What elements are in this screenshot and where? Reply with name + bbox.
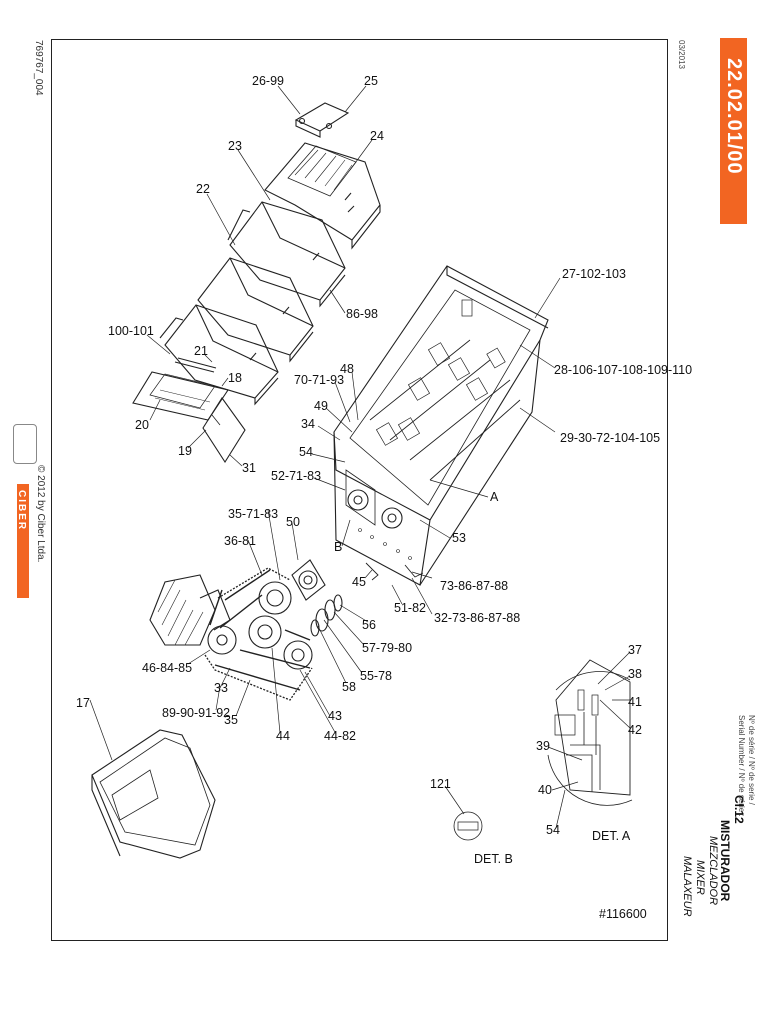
- callout-54-detail: 54: [546, 823, 560, 837]
- drawing-id: #116600: [599, 907, 647, 921]
- callout-33: 33: [214, 681, 228, 695]
- callout-leaders: [89, 85, 631, 829]
- callout-35: 35: [224, 713, 238, 727]
- callout-21: 21: [194, 344, 208, 358]
- callout-89-90-91-92: 89-90-91-92: [162, 706, 230, 720]
- callout-40: 40: [538, 783, 552, 797]
- callout-20: 20: [135, 418, 149, 432]
- callout-73-86-87-88: 73-86-87-88: [440, 579, 508, 593]
- cover-22-part: [197, 257, 314, 363]
- motor-part: [149, 574, 231, 646]
- callout-51-82: 51-82: [394, 601, 426, 615]
- bearing-flange-part: [291, 559, 326, 601]
- callout-A: A: [490, 490, 499, 504]
- company-logo: CIBER: [16, 484, 29, 598]
- cover-100-101-part: [159, 304, 279, 406]
- top-bracket-part: [294, 102, 350, 138]
- end-plate-part: [202, 397, 246, 464]
- drawing-frame: [51, 39, 668, 941]
- callout-58: 58: [342, 680, 356, 694]
- callout-44: 44: [276, 729, 290, 743]
- detail-a-view: [547, 659, 633, 806]
- callout-37: 37: [628, 643, 642, 657]
- chain-guard-part: [91, 729, 216, 859]
- callout-45: 45: [352, 575, 366, 589]
- callout-B: B: [334, 540, 342, 554]
- callout-53: 53: [452, 531, 466, 545]
- callout-27-102-103: 27-102-103: [562, 267, 626, 281]
- certification-seal-icon: [13, 424, 37, 464]
- callout-31: 31: [242, 461, 256, 475]
- callout-39: 39: [536, 739, 550, 753]
- callout-46-84-85: 46-84-85: [142, 661, 192, 675]
- cover-23-part: [227, 201, 346, 308]
- callout-100-101: 100-101: [108, 324, 154, 338]
- callout-42: 42: [628, 723, 642, 737]
- callout-52-71-83: 52-71-83: [271, 469, 321, 483]
- callout-19: 19: [178, 444, 192, 458]
- callout-22: 22: [196, 182, 210, 196]
- detail-a-label: DET. A: [592, 829, 631, 843]
- callout-57-79-80: 57-79-80: [362, 641, 412, 655]
- callout-48: 48: [340, 362, 354, 376]
- callout-35-71-83: 35-71-83: [228, 507, 278, 521]
- callout-121: 121: [430, 777, 451, 791]
- detail-b-label: DET. B: [474, 852, 513, 866]
- callout-56: 56: [362, 618, 376, 632]
- callout-55-78: 55-78: [360, 669, 392, 683]
- callout-32-73: 32-73-86-87-88: [434, 611, 520, 625]
- callout-29-30: 29-30-72-104-105: [560, 431, 660, 445]
- callout-23: 23: [228, 139, 242, 153]
- grid-panel-part: [132, 357, 229, 421]
- callout-36-81: 36-81: [224, 534, 256, 548]
- grated-cover-part: [264, 142, 381, 250]
- drawing-code-tab: 22.02.01/00: [720, 38, 747, 224]
- callout-17: 17: [76, 696, 90, 710]
- callout-44-82: 44-82: [324, 729, 356, 743]
- callout-50: 50: [286, 515, 300, 529]
- callout-labels: 26-99 25 23 24 22 27-102-103 86-98 100-1…: [76, 74, 692, 921]
- callout-41: 41: [628, 695, 642, 709]
- callout-54: 54: [299, 445, 313, 459]
- callout-25: 25: [364, 74, 378, 88]
- detail-b-view: [453, 811, 483, 841]
- callout-34: 34: [301, 417, 315, 431]
- callout-49: 49: [314, 399, 328, 413]
- callout-70-71-93: 70-71-93: [294, 373, 344, 387]
- callout-38: 38: [628, 667, 642, 681]
- callout-18: 18: [228, 371, 242, 385]
- callout-43: 43: [328, 709, 342, 723]
- callout-86-98: 86-98: [346, 307, 378, 321]
- mixer-body-part: [333, 265, 549, 586]
- callout-24: 24: [370, 129, 384, 143]
- callout-28-106: 28-106-107-108-109-110: [554, 363, 692, 377]
- callout-26-99: 26-99: [252, 74, 284, 88]
